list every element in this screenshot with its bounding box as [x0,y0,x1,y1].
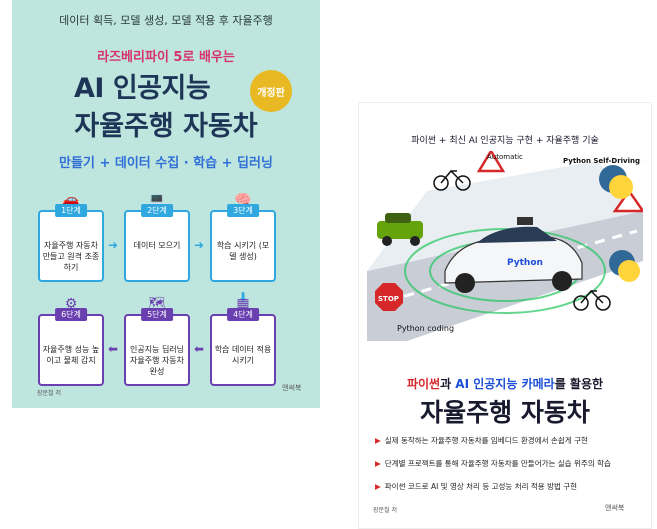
step-2: 💻 2단계 데이터 모으기 [124,192,190,282]
subtitle: 라즈베리파이 5로 배우는 [97,50,235,65]
step-label: 2단계 [141,204,173,217]
feature-item: ▶단계별 프로젝트를 통해 자율주행 자동차를 만들어가는 실습 위주의 학습 [375,458,645,469]
step-1: 🚗 1단계 자율주행 자동차 만들고 원격 조종하기 [38,192,104,282]
step-label: 4단계 [227,308,259,321]
publisher-logo: 앤써북 [282,384,302,392]
publisher-logo: 앤써북 [605,504,625,512]
green-car [377,213,423,246]
subtitle-part-a: 파이썬 [406,377,441,391]
step-label: 1단계 [55,204,87,217]
python-car-label: Python Self-Driving Car [563,157,643,165]
feature-item: ▶실제 동작하는 자율주행 자동차를 임베디드 환경에서 손쉽게 구현 [375,435,645,446]
tagline: 만들기 + 데이터 수집 · 학습 + 딥러닝 [59,156,273,171]
step-6: ⚙ 6단계 자율주행 성능 높이고 물체 감지 [38,296,104,386]
arrow-down-icon: ⬇ [238,290,249,304]
warning-sign-icon [476,151,506,173]
book-cover-1: 데이터 획득, 모델 생성, 모델 적용 후 자율주행 라즈베리파이 5로 배우… [12,0,320,408]
bullet-icon: ▶ [375,459,381,468]
feature-list: ▶실제 동작하는 자율주행 자동차를 임베디드 환경에서 손쉽게 구현 ▶단계별… [375,435,645,504]
edition-badge: 개정판 [250,70,292,112]
step-text: 학습 시키기 (모델 생성) [216,241,270,261]
top-line: 데이터 획득, 모델 생성, 모델 적용 후 자율주행 [59,14,273,27]
subtitle: 파이썬과 AI 인공지능 카메라를 활용한 [359,375,651,392]
step-text: 인공지능 딥러닝 자율주행 자동차 완성 [129,345,185,376]
author: 장문철 저 [373,507,397,514]
python-logo-icon [609,250,640,282]
feature-text: 파이썬 코드로 AI 및 영상 처리 등 고성능 처리 적용 방법 구현 [384,482,578,491]
arrow-left-icon: ⬅ [108,342,119,356]
step-label: 3단계 [227,204,259,217]
stop-sign-icon: STOP [375,283,403,311]
subtitle-part-d: 를 활용한 [554,377,604,391]
python-logo-icon [599,165,633,199]
python-coding-label: Python coding [397,324,454,333]
arrow-left-icon: ⬅ [194,342,205,356]
arrow-right-icon: ➜ [108,238,119,252]
title: 자율주행 자동차 [420,398,590,427]
title-line1: AI 인공지능 [74,73,211,104]
step-label: 5단계 [141,308,173,321]
sensor-ring [404,228,606,314]
bicycle-icon [433,169,471,191]
python-car: Python [444,217,583,293]
step-text: 자율주행 자동차 만들고 원격 조종하기 [42,241,100,272]
car-label: Python [507,258,543,268]
step-3: 🧠 3단계 학습 시키기 (모델 생성) [210,192,276,282]
step-text: 데이터 모으기 [133,241,181,250]
svg-text:STOP: STOP [378,295,399,303]
bicycle-icon [573,289,611,311]
warning-sign-icon [612,188,643,213]
feature-text: 실제 동작하는 자율주행 자동차를 임베디드 환경에서 손쉽게 구현 [384,436,588,445]
subtitle-part-c: AI 인공지능 카메라 [455,377,555,391]
top-line: 파이썬 + 최신 AI 인공지능 구현 + 자율주행 기술 [411,136,599,146]
bullet-icon: ▶ [375,482,381,491]
feature-text: 단계별 프로젝트를 통해 자율주행 자동차를 만들어가는 실습 위주의 학습 [384,459,611,468]
book-cover-2: 파이썬 + 최신 AI 인공지능 구현 + 자율주행 기술 Python [358,102,652,529]
step-text: 학습 데이터 적용시키기 [214,345,272,365]
arrow-right-icon: ➜ [194,238,205,252]
step-5: 🗺 5단계 인공지능 딥러닝 자율주행 자동차 완성 [124,296,190,386]
title-line2: 자율주행 자동차 [74,111,258,142]
step-4: ▦ 4단계 학습 데이터 적용시키기 [210,296,276,386]
step-label: 6단계 [55,308,87,321]
feature-item: ▶파이썬 코드로 AI 및 영상 처리 등 고성능 처리 적용 방법 구현 [375,481,645,492]
subtitle-part-b: 과 [440,377,456,391]
step-text: 자율주행 성능 높이고 물체 감지 [42,345,100,365]
road-far [367,161,643,271]
self-driving-scene: Python STOP [367,151,643,341]
automatic-label: Automatic [487,153,523,161]
author: 장문철 저 [37,390,61,397]
bullet-icon: ▶ [375,436,381,445]
